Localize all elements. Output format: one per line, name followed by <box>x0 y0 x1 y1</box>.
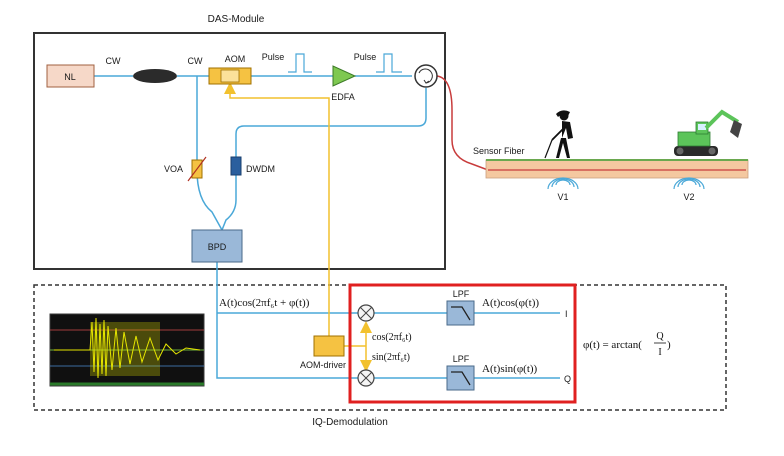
pulse-shape-1 <box>288 53 312 73</box>
sensor-fiber-label: Sensor Fiber <box>473 146 525 156</box>
mixer-icon-bottom <box>357 369 375 387</box>
edfa-triangle <box>332 65 357 87</box>
phase-formula-denominator: I <box>658 347 661 358</box>
aom-crystal <box>220 69 240 83</box>
iq-demodulation-title: IQ-Demodulation <box>312 417 388 428</box>
vibration-icon-v2 <box>673 177 705 190</box>
lpf-box-top <box>446 300 475 326</box>
optical-fiber-paths <box>94 75 560 379</box>
excavator-icon <box>674 109 742 156</box>
v2-label: V2 <box>683 192 694 202</box>
dwdm-box <box>230 156 242 176</box>
pulse-shape-2 <box>376 53 402 73</box>
lpf-curve-bottom <box>451 371 471 386</box>
phase-formula-rhs: ) <box>667 339 671 351</box>
sensor-fiber-lead <box>436 75 489 171</box>
oscilloscope-screen <box>49 313 205 387</box>
aom-driver-box <box>313 335 345 357</box>
nl-laser-box <box>46 64 95 88</box>
das-module-title: DAS-Module <box>208 14 265 25</box>
bpd-box <box>191 229 243 263</box>
pulse-label-2: Pulse <box>354 52 377 62</box>
phase-formula-lhs: φ(t) = arctan( <box>583 339 642 351</box>
cw-label-2: CW <box>188 56 203 66</box>
phase-formula-numerator: Q <box>656 331 664 342</box>
beat-signal-formula: A(t)cos(2πf₆t + φ(t)) <box>219 297 310 309</box>
aom-label: AOM <box>225 54 246 64</box>
i-output-label: I <box>565 309 568 319</box>
lpf-box-bottom <box>446 365 475 391</box>
q-branch-formula: A(t)sin(φ(t)) <box>482 363 538 375</box>
bpd-label: BPD <box>208 242 227 252</box>
lpf-label-top: LPF <box>453 289 470 299</box>
lpf-label-bottom: LPF <box>453 354 470 364</box>
voa-slash <box>187 156 207 182</box>
rf-drive-paths <box>224 82 372 372</box>
circulator-icon <box>414 64 438 88</box>
cos-reference-formula: cos(2πf₆t) <box>372 332 412 343</box>
sensor-fiber-strip <box>485 159 749 179</box>
mixer-icon-top <box>357 304 375 322</box>
cw-label-1: CW <box>106 56 121 66</box>
aom-driver-label: AOM-driver <box>300 360 346 370</box>
voa-label: VOA <box>164 164 183 174</box>
edfa-label: EDFA <box>331 92 355 102</box>
phase-formula: φ(t) = arctan( Q I ) <box>583 331 671 358</box>
nl-label: NL <box>64 72 76 82</box>
vibration-icon-v1 <box>547 177 579 190</box>
das-module-frame <box>33 32 446 270</box>
q-output-label: Q <box>564 374 571 384</box>
lpf-curve-top <box>451 306 471 321</box>
sin-reference-formula: sin(2πf₆t) <box>372 352 410 363</box>
worker-icon <box>544 110 573 159</box>
v1-label: V1 <box>557 192 568 202</box>
pulse-label-1: Pulse <box>262 52 285 62</box>
iq-highlight-box <box>348 283 577 404</box>
coupler-icon <box>133 69 177 83</box>
dwdm-label: DWDM <box>246 164 275 174</box>
i-branch-formula: A(t)cos(φ(t)) <box>482 297 539 309</box>
